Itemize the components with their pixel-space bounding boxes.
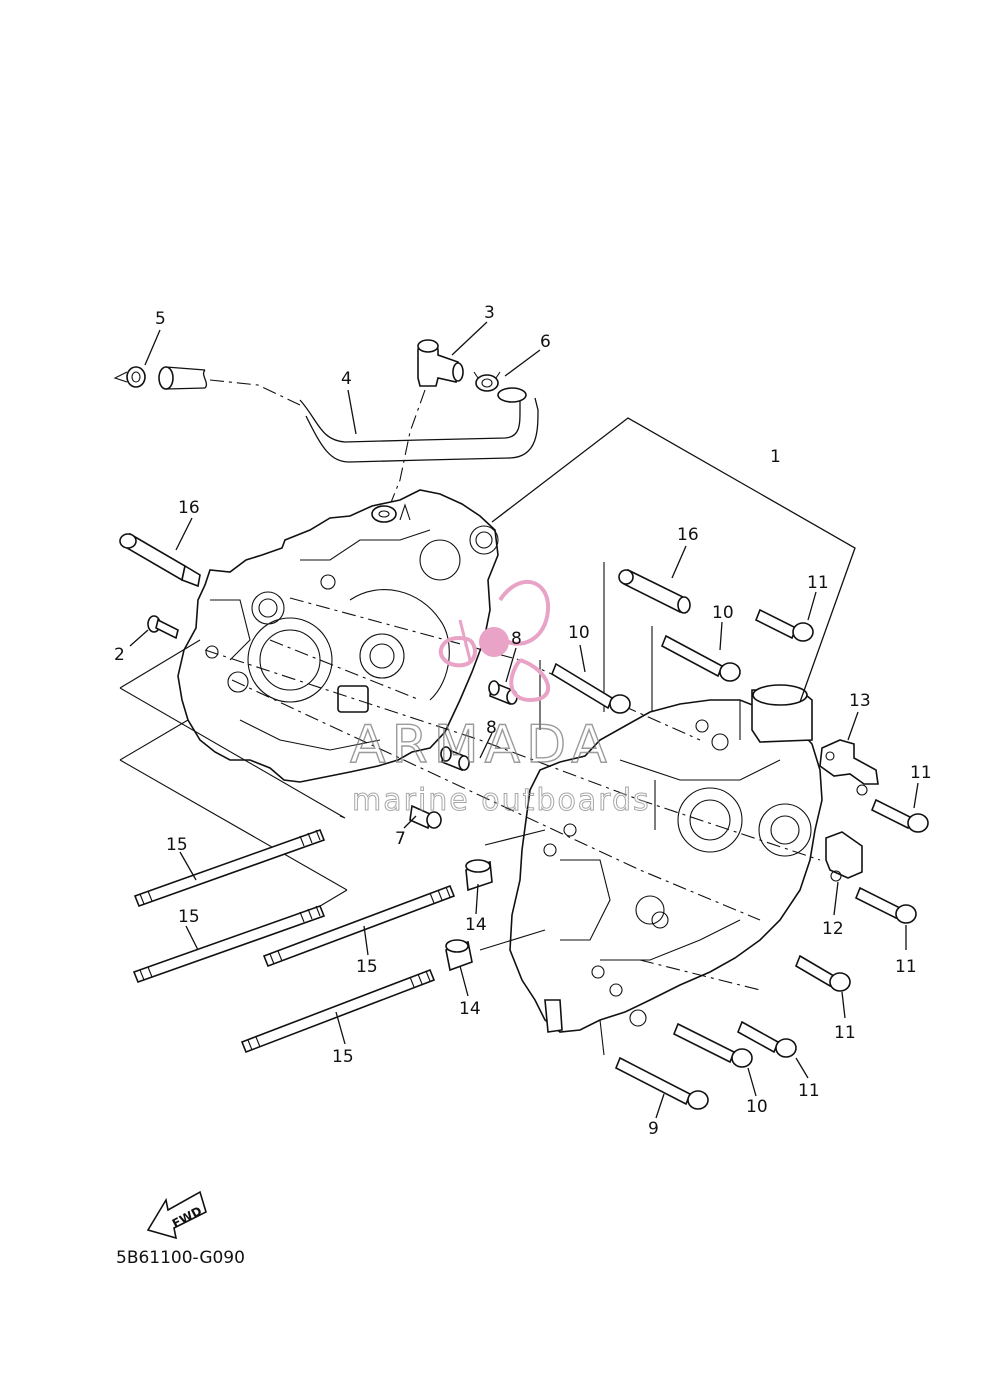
bolt-10-bottom [672,1022,753,1068]
clamp-13 [819,739,879,796]
callout-9: 9 [648,1119,659,1139]
fwd-arrow-icon: FWD [146,1190,207,1240]
bolt-11-mid-right [870,798,929,833]
bolt-11-lower [795,954,851,992]
dowel-pin-16-left [119,532,201,588]
clamp-12 [825,831,863,882]
callout-12: 12 [822,919,844,939]
callout-2: 2 [114,645,125,665]
callout-5: 5 [155,309,166,329]
callout-11-top-right: 11 [807,573,829,593]
bolt-10-upper [551,662,631,714]
left-crankcase-half [177,489,499,783]
bolt-9 [614,1056,709,1110]
callout-16-left: 16 [178,498,200,518]
callout-14-upper: 14 [465,915,487,935]
callout-11-lower: 11 [834,1023,856,1043]
screw-2 [147,615,179,640]
hose-clamp-5 [113,366,146,388]
alignment-lines [119,562,821,1056]
stud-bolt-15-c [262,884,456,968]
callout-10-upper: 10 [568,623,590,643]
watermark: ARMADA marine outboards [349,579,651,819]
callout-6: 6 [540,332,551,352]
right-crankcase-half [509,684,823,1033]
callout-10-bottom: 10 [746,1097,768,1117]
dowel-pin-8-lower [440,746,470,772]
watermark-brand: ARMADA [350,715,613,775]
watermark-tagline: marine outboards [352,783,651,818]
stud-bolt-15-b [132,904,326,984]
callout-11-bottom: 11 [798,1081,820,1101]
callout-4: 4 [341,369,352,389]
bolt-11-bottom [736,1020,797,1058]
bolt-11-clamp [854,886,917,924]
collar-14-upper [465,859,493,892]
bolt-10-middle [660,634,741,682]
callout-14-lower: 14 [459,999,481,1019]
callout-7: 7 [395,829,406,849]
breather-fitting-3 [387,339,464,511]
callout-11-mid-right: 11 [910,763,932,783]
watermark-logo-icon [438,579,551,703]
drain-plug-7 [409,804,442,830]
breather-hose-group [113,339,539,511]
drawing-code: 5B61100-G090 [116,1248,245,1268]
callout-15-c: 15 [356,957,378,977]
callout-3: 3 [484,303,495,323]
hose-clamp-6 [473,371,501,392]
callout-labels: 1 2 3 4 5 6 7 8 8 9 10 10 10 11 11 11 11… [114,303,932,1139]
dowel-pin-16-right [618,568,691,614]
callout-13: 13 [849,691,871,711]
bolt-11-top-right [754,608,814,642]
callout-10-middle: 10 [712,603,734,623]
callout-8-upper: 8 [511,629,522,649]
callout-1: 1 [770,447,781,467]
callout-15-b: 15 [178,907,200,927]
callout-15-a: 15 [166,835,188,855]
callout-15-d: 15 [332,1047,354,1067]
callout-16-right: 16 [677,525,699,545]
breather-hose-4 [158,366,539,463]
stud-bolt-15-a [133,828,326,908]
stud-bolt-15-d [240,968,436,1054]
callout-11-clamp: 11 [895,957,917,977]
leader-lines [129,321,919,1119]
collar-14-lower [445,939,473,972]
callout-8-lower: 8 [486,718,497,738]
